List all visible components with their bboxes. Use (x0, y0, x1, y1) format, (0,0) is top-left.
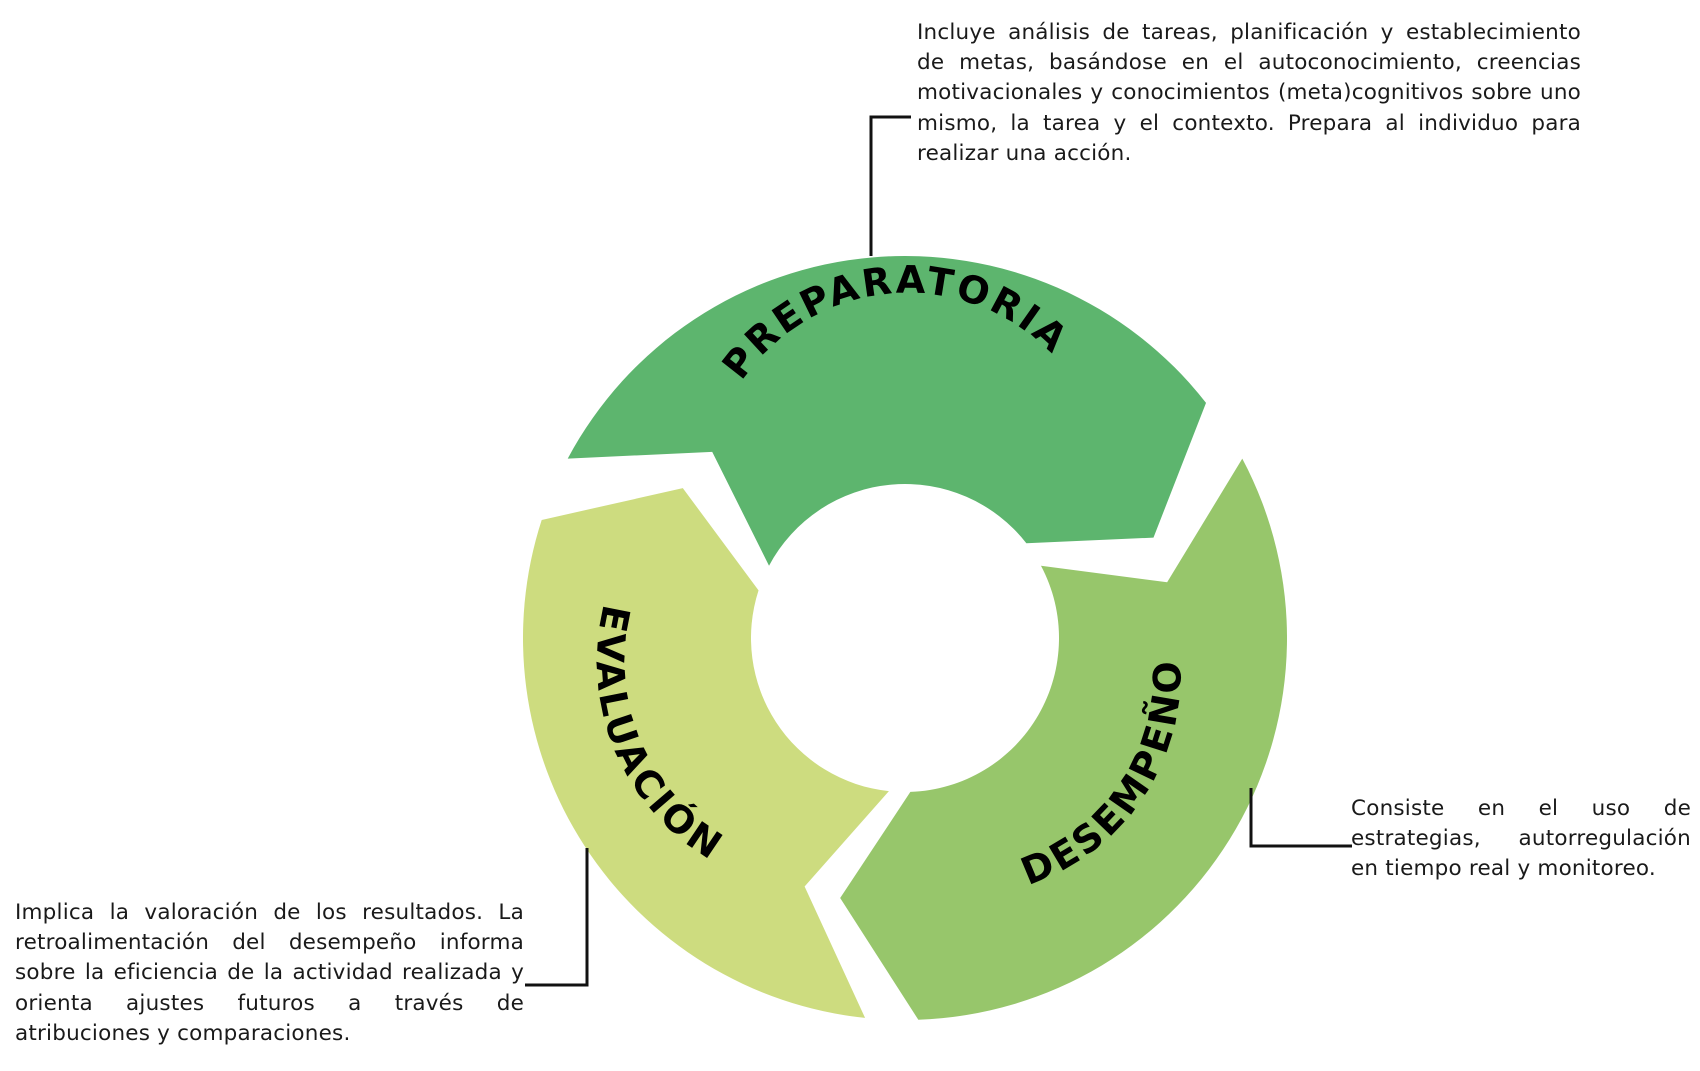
description-preparatoria: Incluye análisis de tareas, planificació… (917, 20, 1581, 166)
description-evaluacion: Implica la valoración de los resultados.… (15, 900, 524, 1046)
segment-preparatoria (567, 255, 1207, 566)
leader-line-evaluacion (525, 848, 589, 987)
segment-evaluacion (523, 488, 889, 1018)
description-desempeno: Consiste en el uso de estrategias, autor… (1351, 796, 1691, 882)
leader-line-preparatoria (869, 115, 911, 256)
leader-line-desempeno (1249, 788, 1352, 848)
segment-desempeno (840, 458, 1287, 1020)
